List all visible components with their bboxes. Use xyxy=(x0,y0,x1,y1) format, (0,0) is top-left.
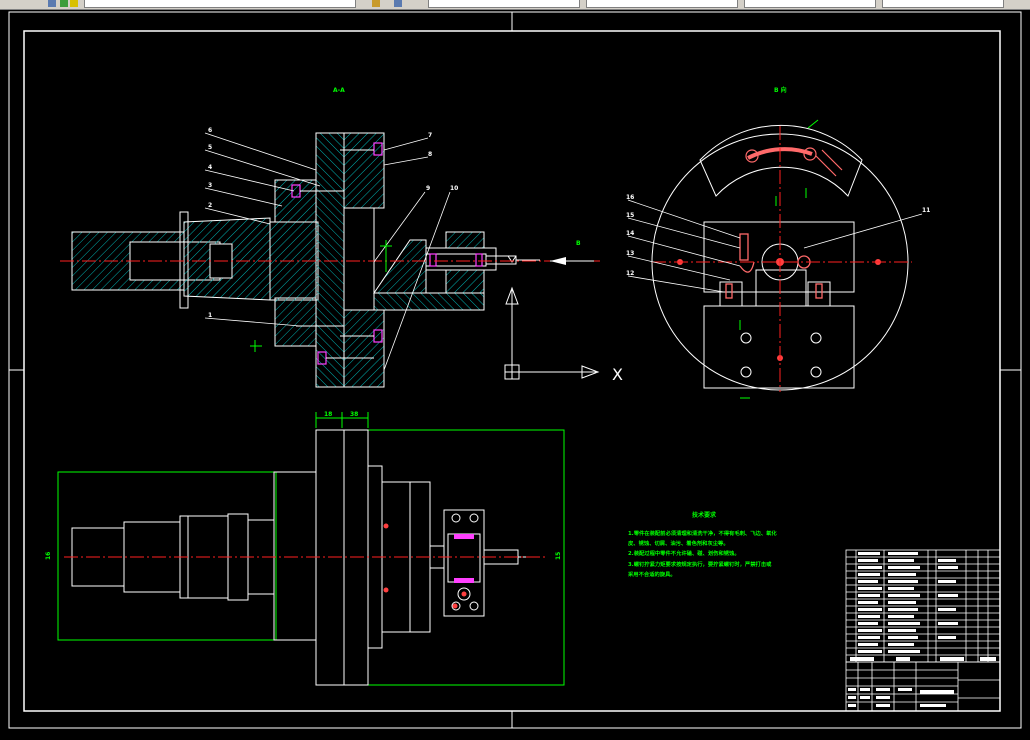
part-number: 13 xyxy=(626,250,634,257)
part-number: 10 xyxy=(450,185,458,192)
layer-dropdown[interactable] xyxy=(84,0,356,8)
ucs-icon: X xyxy=(504,286,623,384)
color-dropdown[interactable] xyxy=(428,0,580,8)
plotstyle-dropdown[interactable] xyxy=(882,0,1004,8)
bulb-icon[interactable] xyxy=(70,0,78,7)
technical-requirements: 技术要求 1.零件在装配前必须清理和清洗干净，不得有毛刺、飞边、氧化 皮、锈蚀、… xyxy=(627,511,777,578)
status-strip xyxy=(0,735,1030,740)
top-view: 18 38 16 15 xyxy=(45,411,565,686)
lineweight-dropdown[interactable] xyxy=(744,0,876,8)
side-label: B 向 xyxy=(774,86,787,94)
drawing-border xyxy=(8,11,1022,729)
part-number: 9 xyxy=(426,185,430,192)
linetype-dropdown[interactable] xyxy=(586,0,738,8)
tech-req-line: 1.零件在装配前必须清理和清洗干净，不得有毛刺、飞边、氧化 xyxy=(628,529,777,537)
tech-req-line: 皮、锈蚀、切屑、油污、着色剂和灰尘等。 xyxy=(627,539,729,547)
tech-req-line: 2.装配过程中零件不允许磕、碰、划伤和锈蚀。 xyxy=(628,549,740,557)
bom-table xyxy=(845,549,1001,663)
part-number: 12 xyxy=(626,270,634,277)
part-number: 8 xyxy=(428,151,432,158)
part-number: 7 xyxy=(428,132,432,139)
title-block xyxy=(845,661,1001,712)
section-label: A-A xyxy=(333,87,345,94)
part-number: 4 xyxy=(208,164,212,171)
part-number: 3 xyxy=(208,182,212,189)
dim-text: 16 xyxy=(45,552,52,560)
part-number: 15 xyxy=(626,212,634,219)
dim-text: 18 xyxy=(324,411,332,418)
bom-text-marks xyxy=(850,552,996,661)
layer-previous-icon[interactable] xyxy=(394,0,402,7)
refresh-icon[interactable] xyxy=(60,0,68,7)
tech-req-line: 采用不合适的旋具。 xyxy=(628,570,676,578)
part-number: 14 xyxy=(626,230,634,237)
dim-text: 15 xyxy=(555,552,562,560)
section-view-a-a: A-A xyxy=(60,87,600,388)
part-number: 11 xyxy=(922,207,930,214)
part-number: 1 xyxy=(208,312,212,319)
tech-req-line: 3.螺钉拧紧力矩要求按规定执行，要拧紧螺钉时，严禁打击或 xyxy=(628,560,772,568)
side-view-b: B 向 xyxy=(626,86,930,399)
dim-text: 38 xyxy=(350,411,358,418)
axis-x-label: X xyxy=(612,365,623,384)
toolbar xyxy=(0,0,1030,10)
tech-req-title: 技术要求 xyxy=(692,511,717,519)
view-direction-arrow: B xyxy=(550,240,594,265)
part-number: 2 xyxy=(208,202,212,209)
arrow-label: B xyxy=(576,240,581,247)
part-number: 5 xyxy=(208,144,212,151)
layer-icon[interactable] xyxy=(48,0,56,7)
match-properties-icon[interactable] xyxy=(372,0,380,7)
part-number: 16 xyxy=(626,194,634,201)
part-number: 6 xyxy=(208,127,212,134)
